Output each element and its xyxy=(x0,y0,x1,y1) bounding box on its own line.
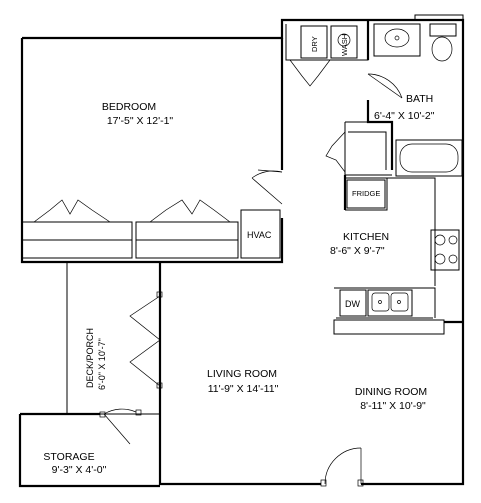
kitchen-walls xyxy=(343,175,436,286)
kitchen-counter xyxy=(333,287,445,335)
dryer-label: DRY xyxy=(310,36,319,52)
room-label-kitchen: KITCHEN 8'-6" X 9'-7" xyxy=(330,231,389,257)
dishwasher: DW xyxy=(339,289,367,317)
kitchen-name: KITCHEN xyxy=(343,231,389,243)
washer-label: WASH xyxy=(340,34,349,56)
dining-room-name: DINING ROOM xyxy=(355,386,427,398)
vanity xyxy=(373,23,421,57)
bath-size: 6'-4" X 10'-2" xyxy=(374,110,435,122)
bath-room-walls xyxy=(345,20,394,170)
bathtub xyxy=(395,139,463,177)
bath-door[interactable] xyxy=(367,73,403,99)
range xyxy=(430,229,460,271)
exterior-walls xyxy=(20,14,465,486)
living-room-size: 11'-9" X 14'-11" xyxy=(208,383,279,395)
kitchen-sink xyxy=(367,289,413,317)
room-label-dining-room: DINING ROOM 8'-11" X 10'-9" xyxy=(355,386,427,412)
dining-room-size: 8'-11" X 10'-9" xyxy=(360,400,426,412)
room-label-bath: BATH 6'-4" X 10'-2" xyxy=(374,93,435,122)
room-label-bedroom: BEDROOM 17'-5" X 12'-1" xyxy=(102,101,174,127)
fridge: FRIDGE xyxy=(346,179,386,209)
deck-porch-size: 6'-0" X 10'-7" xyxy=(97,338,107,390)
dishwasher-label: DW xyxy=(345,299,360,309)
bath-name: BATH xyxy=(406,93,433,105)
deck-porch-area xyxy=(18,262,161,488)
laundry-closet: DRY WASH xyxy=(285,24,369,87)
kitchen-size: 8'-6" X 9'-7" xyxy=(330,245,385,257)
storage-door[interactable] xyxy=(99,408,142,445)
deck-bifold-door[interactable] xyxy=(129,291,163,389)
deck-porch-name: DECK/PORCH xyxy=(85,328,95,388)
bedroom-size: 17'-5" X 12'-1" xyxy=(107,115,174,127)
bedroom-door[interactable] xyxy=(251,169,283,205)
room-label-living-room: LIVING ROOM 11'-9" X 14'-11" xyxy=(207,368,279,395)
entry-door[interactable] xyxy=(320,447,364,487)
linen-closet xyxy=(325,122,392,176)
bedroom-name: BEDROOM xyxy=(102,101,156,113)
living-room-name: LIVING ROOM xyxy=(207,368,277,380)
hvac-closet: HVAC xyxy=(240,209,281,259)
storage-name: STORAGE xyxy=(43,451,94,463)
room-label-deck-porch: DECK/PORCH 6'-0" X 10'-7" xyxy=(85,328,107,390)
fridge-label: FRIDGE xyxy=(352,189,380,198)
bedroom-closets xyxy=(22,199,239,259)
room-label-storage: STORAGE 9'-3" X 4'-0" xyxy=(43,451,106,476)
hvac-label: HVAC xyxy=(247,230,272,240)
storage-size: 9'-3" X 4'-0" xyxy=(52,464,107,476)
toilet xyxy=(429,23,457,62)
